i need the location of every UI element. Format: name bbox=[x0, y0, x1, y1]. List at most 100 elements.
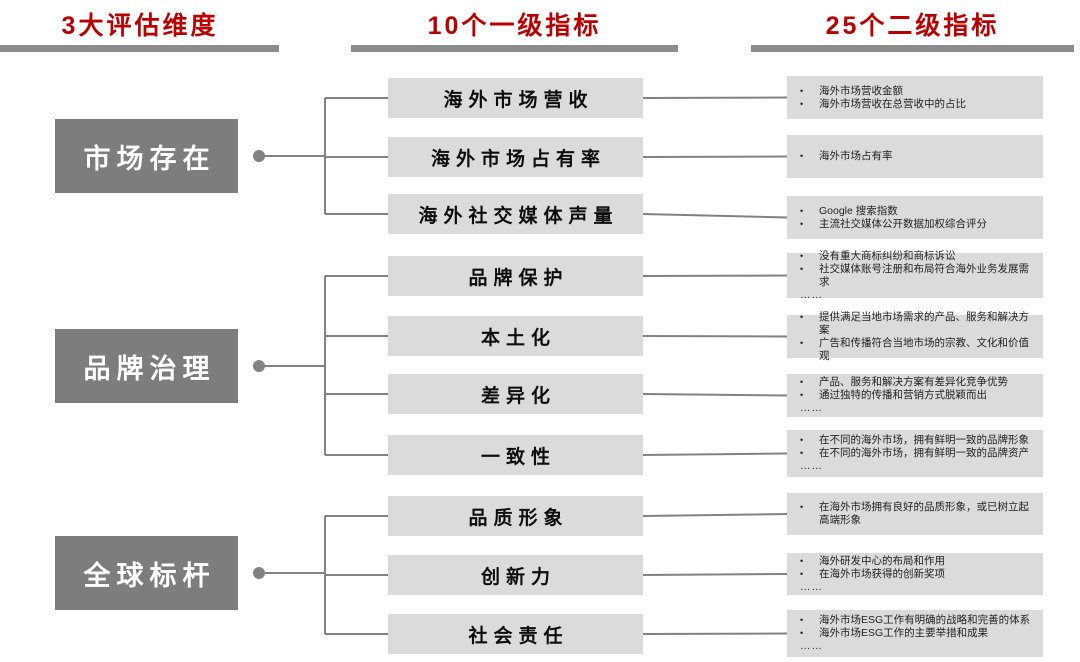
bullet-dot: • bbox=[800, 390, 804, 400]
connector-dot bbox=[253, 567, 265, 579]
header-underline-bar bbox=[351, 45, 678, 52]
detail-text: 在不同的海外市场，拥有鲜明一致的品牌形象 bbox=[819, 434, 1029, 446]
detail-box: • Google 搜索指数 • 主流社交媒体公开数据加权综合评分 bbox=[787, 196, 1043, 239]
detail-box: • 海外市场营收金额 • 海外市场营收在总营收中的占比 bbox=[787, 76, 1043, 119]
bullet-dot: • bbox=[800, 311, 804, 322]
detail-box: • 海外研发中心的布局和作用 • 在海外市场获得的创新奖项…… bbox=[787, 553, 1043, 595]
detail-bullet-item: • 海外市场营收金额 bbox=[797, 85, 1035, 98]
column-header-level2-indicators: 25个二级指标 bbox=[825, 12, 1000, 40]
detail-bullet-item: • 海外市场营收在总营收中的占比 bbox=[797, 98, 1035, 111]
dimension-box: 品牌治理 bbox=[55, 329, 238, 403]
detail-box: • 产品、服务和解决方案有差异化竞争优势 • 通过独特的传播和营销方式脱颖而出…… bbox=[787, 374, 1043, 417]
detail-bullet-item: •海外市场占有率 bbox=[797, 150, 1035, 163]
indicator-box: 本土化 bbox=[388, 316, 643, 356]
connector-line bbox=[642, 96, 788, 99]
indicator-box: 差异化 bbox=[388, 374, 643, 414]
indicator-box: 一致性 bbox=[388, 435, 643, 475]
bullet-dot: • bbox=[800, 250, 804, 261]
detail-text: 海外市场营收在总营收中的占比 bbox=[819, 97, 966, 110]
bullet-dot: • bbox=[800, 218, 804, 229]
detail-bullet-item: • 广告和传播符合当地市场的宗教、文化和价值观 bbox=[797, 337, 1035, 363]
detail-box: •海外市场占有率 bbox=[787, 135, 1043, 178]
bullet-dot: • bbox=[800, 151, 804, 161]
detail-text: Google 搜索指数 bbox=[819, 204, 898, 217]
bullet-dot: • bbox=[800, 98, 804, 109]
connector-line bbox=[642, 632, 788, 635]
bullet-dot: • bbox=[800, 85, 804, 96]
detail-text: 在海外市场拥有良好的品质形象，或已树立起高端形象 bbox=[819, 501, 1029, 526]
detail-text: 广告和传播符合当地市场的宗教、文化和价值观 bbox=[819, 336, 1029, 362]
detail-bullet-item: • 社交媒体账号注册和布局符合海外业务发展需求 bbox=[797, 263, 1035, 289]
dimension-box: 市场存在 bbox=[55, 119, 238, 193]
connector-line bbox=[642, 573, 788, 576]
indicator-box: 海外市场营收 bbox=[388, 78, 643, 118]
bullet-dot: • bbox=[800, 435, 804, 445]
connector-line bbox=[642, 452, 788, 456]
detail-bullet-item: • 通过独特的传播和营销方式脱颖而出 bbox=[797, 389, 1035, 402]
detail-bullet-item: • 海外市场ESG工作有明确的战略和完善的体系 bbox=[797, 614, 1035, 627]
bullet-dot: • bbox=[800, 502, 804, 512]
bullet-dot: • bbox=[800, 263, 804, 274]
header-underline-bar bbox=[751, 45, 1074, 52]
detail-bullet-item: • 在海外市场拥有良好的品质形象，或已树立起高端形象 bbox=[797, 501, 1035, 527]
connector-dot bbox=[253, 150, 265, 162]
detail-text: 在海外市场获得的创新奖项 bbox=[819, 567, 945, 580]
bullet-dot: • bbox=[800, 628, 804, 638]
bullet-dot: • bbox=[800, 337, 804, 348]
detail-bullet-item: • 在海外市场获得的创新奖项 bbox=[797, 568, 1035, 581]
ellipsis-more-text: …… bbox=[800, 402, 823, 414]
connector-line bbox=[642, 393, 788, 397]
bullet-dot: • bbox=[800, 448, 804, 458]
detail-bullet-item: • 提供满足当地市场需求的产品、服务和解决方案 bbox=[797, 311, 1035, 337]
detail-text: 海外研发中心的布局和作用 bbox=[819, 554, 945, 567]
detail-bullet-item: • 产品、服务和解决方案有差异化竞争优势 bbox=[797, 376, 1035, 389]
connector-line bbox=[642, 335, 788, 338]
indicator-box: 海外社交媒体声量 bbox=[388, 194, 643, 234]
detail-bullet-item: • 主流社交媒体公开数据加权综合评分 bbox=[797, 218, 1035, 231]
indicator-box: 创新力 bbox=[388, 555, 643, 595]
connector-line bbox=[642, 274, 788, 277]
detail-text: 主流社交媒体公开数据加权综合评分 bbox=[819, 217, 987, 230]
connector-line bbox=[642, 513, 788, 517]
detail-bullet-item: • 在不同的海外市场，拥有鲜明一致的品牌形象 bbox=[797, 434, 1035, 447]
column-header-dimensions: 3大评估维度 bbox=[61, 12, 219, 40]
ellipsis-more-text: …… bbox=[800, 460, 823, 472]
detail-text: 通过独特的传播和营销方式脱颖而出 bbox=[819, 389, 987, 401]
detail-text: 海外市场ESG工作有明确的战略和完善的体系 bbox=[819, 614, 1031, 626]
bullet-dot: • bbox=[800, 555, 804, 566]
connector-line bbox=[642, 213, 788, 219]
detail-box: • 没有重大商标纠纷和商标诉讼 • 社交媒体账号注册和布局符合海外业务发展需求…… bbox=[787, 250, 1043, 301]
detail-text: 没有重大商标纠纷和商标诉讼 bbox=[819, 249, 956, 262]
connector-dot bbox=[253, 360, 265, 372]
ellipsis-more-text: …… bbox=[800, 640, 823, 652]
indicator-box: 品质形象 bbox=[388, 496, 643, 536]
detail-bullet-item: • Google 搜索指数 bbox=[797, 205, 1035, 218]
column-header-level1-indicators: 10个一级指标 bbox=[427, 12, 602, 40]
ellipsis-more-text: …… bbox=[800, 288, 823, 301]
bullet-dot: • bbox=[800, 568, 804, 579]
detail-text: 海外市场营收金额 bbox=[819, 84, 903, 97]
detail-bullet-item: • 海外研发中心的布局和作用 bbox=[797, 555, 1035, 568]
detail-bullet-item: • 在不同的海外市场，拥有鲜明一致的品牌资产 bbox=[797, 447, 1035, 460]
detail-text: 产品、服务和解决方案有差异化竞争优势 bbox=[819, 376, 1008, 388]
indicator-box: 社会责任 bbox=[388, 614, 643, 654]
dimension-box: 全球标杆 bbox=[55, 536, 238, 610]
detail-box: • 在海外市场拥有良好的品质形象，或已树立起高端形象 bbox=[787, 493, 1043, 535]
detail-bullet-item: • 海外市场ESG工作的主要举措和成果 bbox=[797, 627, 1035, 640]
detail-text: 提供满足当地市场需求的产品、服务和解决方案 bbox=[819, 310, 1029, 336]
bullet-dot: • bbox=[800, 205, 804, 216]
bullet-dot: • bbox=[800, 615, 804, 625]
detail-box: • 在不同的海外市场，拥有鲜明一致的品牌形象 • 在不同的海外市场，拥有鲜明一致的品牌… bbox=[787, 430, 1043, 477]
indicator-box: 海外市场占有率 bbox=[388, 137, 643, 177]
detail-box: • 提供满足当地市场需求的产品、服务和解决方案 • 广告和传播符合当地市场的宗教、文化… bbox=[787, 311, 1043, 362]
detail-text: 社交媒体账号注册和布局符合海外业务发展需求 bbox=[819, 262, 1029, 288]
detail-text: 在不同的海外市场，拥有鲜明一致的品牌资产 bbox=[819, 447, 1029, 459]
detail-box: • 海外市场ESG工作有明确的战略和完善的体系 • 海外市场ESG工作的主要举措和成果… bbox=[787, 610, 1043, 657]
connector-line bbox=[642, 155, 788, 158]
indicator-box: 品牌保护 bbox=[388, 256, 643, 296]
detail-bullet-item: • 没有重大商标纠纷和商标诉讼 bbox=[797, 250, 1035, 263]
ellipsis-more-text: …… bbox=[800, 580, 823, 593]
detail-text: 海外市场ESG工作的主要举措和成果 bbox=[819, 627, 989, 639]
bullet-dot: • bbox=[800, 377, 804, 387]
